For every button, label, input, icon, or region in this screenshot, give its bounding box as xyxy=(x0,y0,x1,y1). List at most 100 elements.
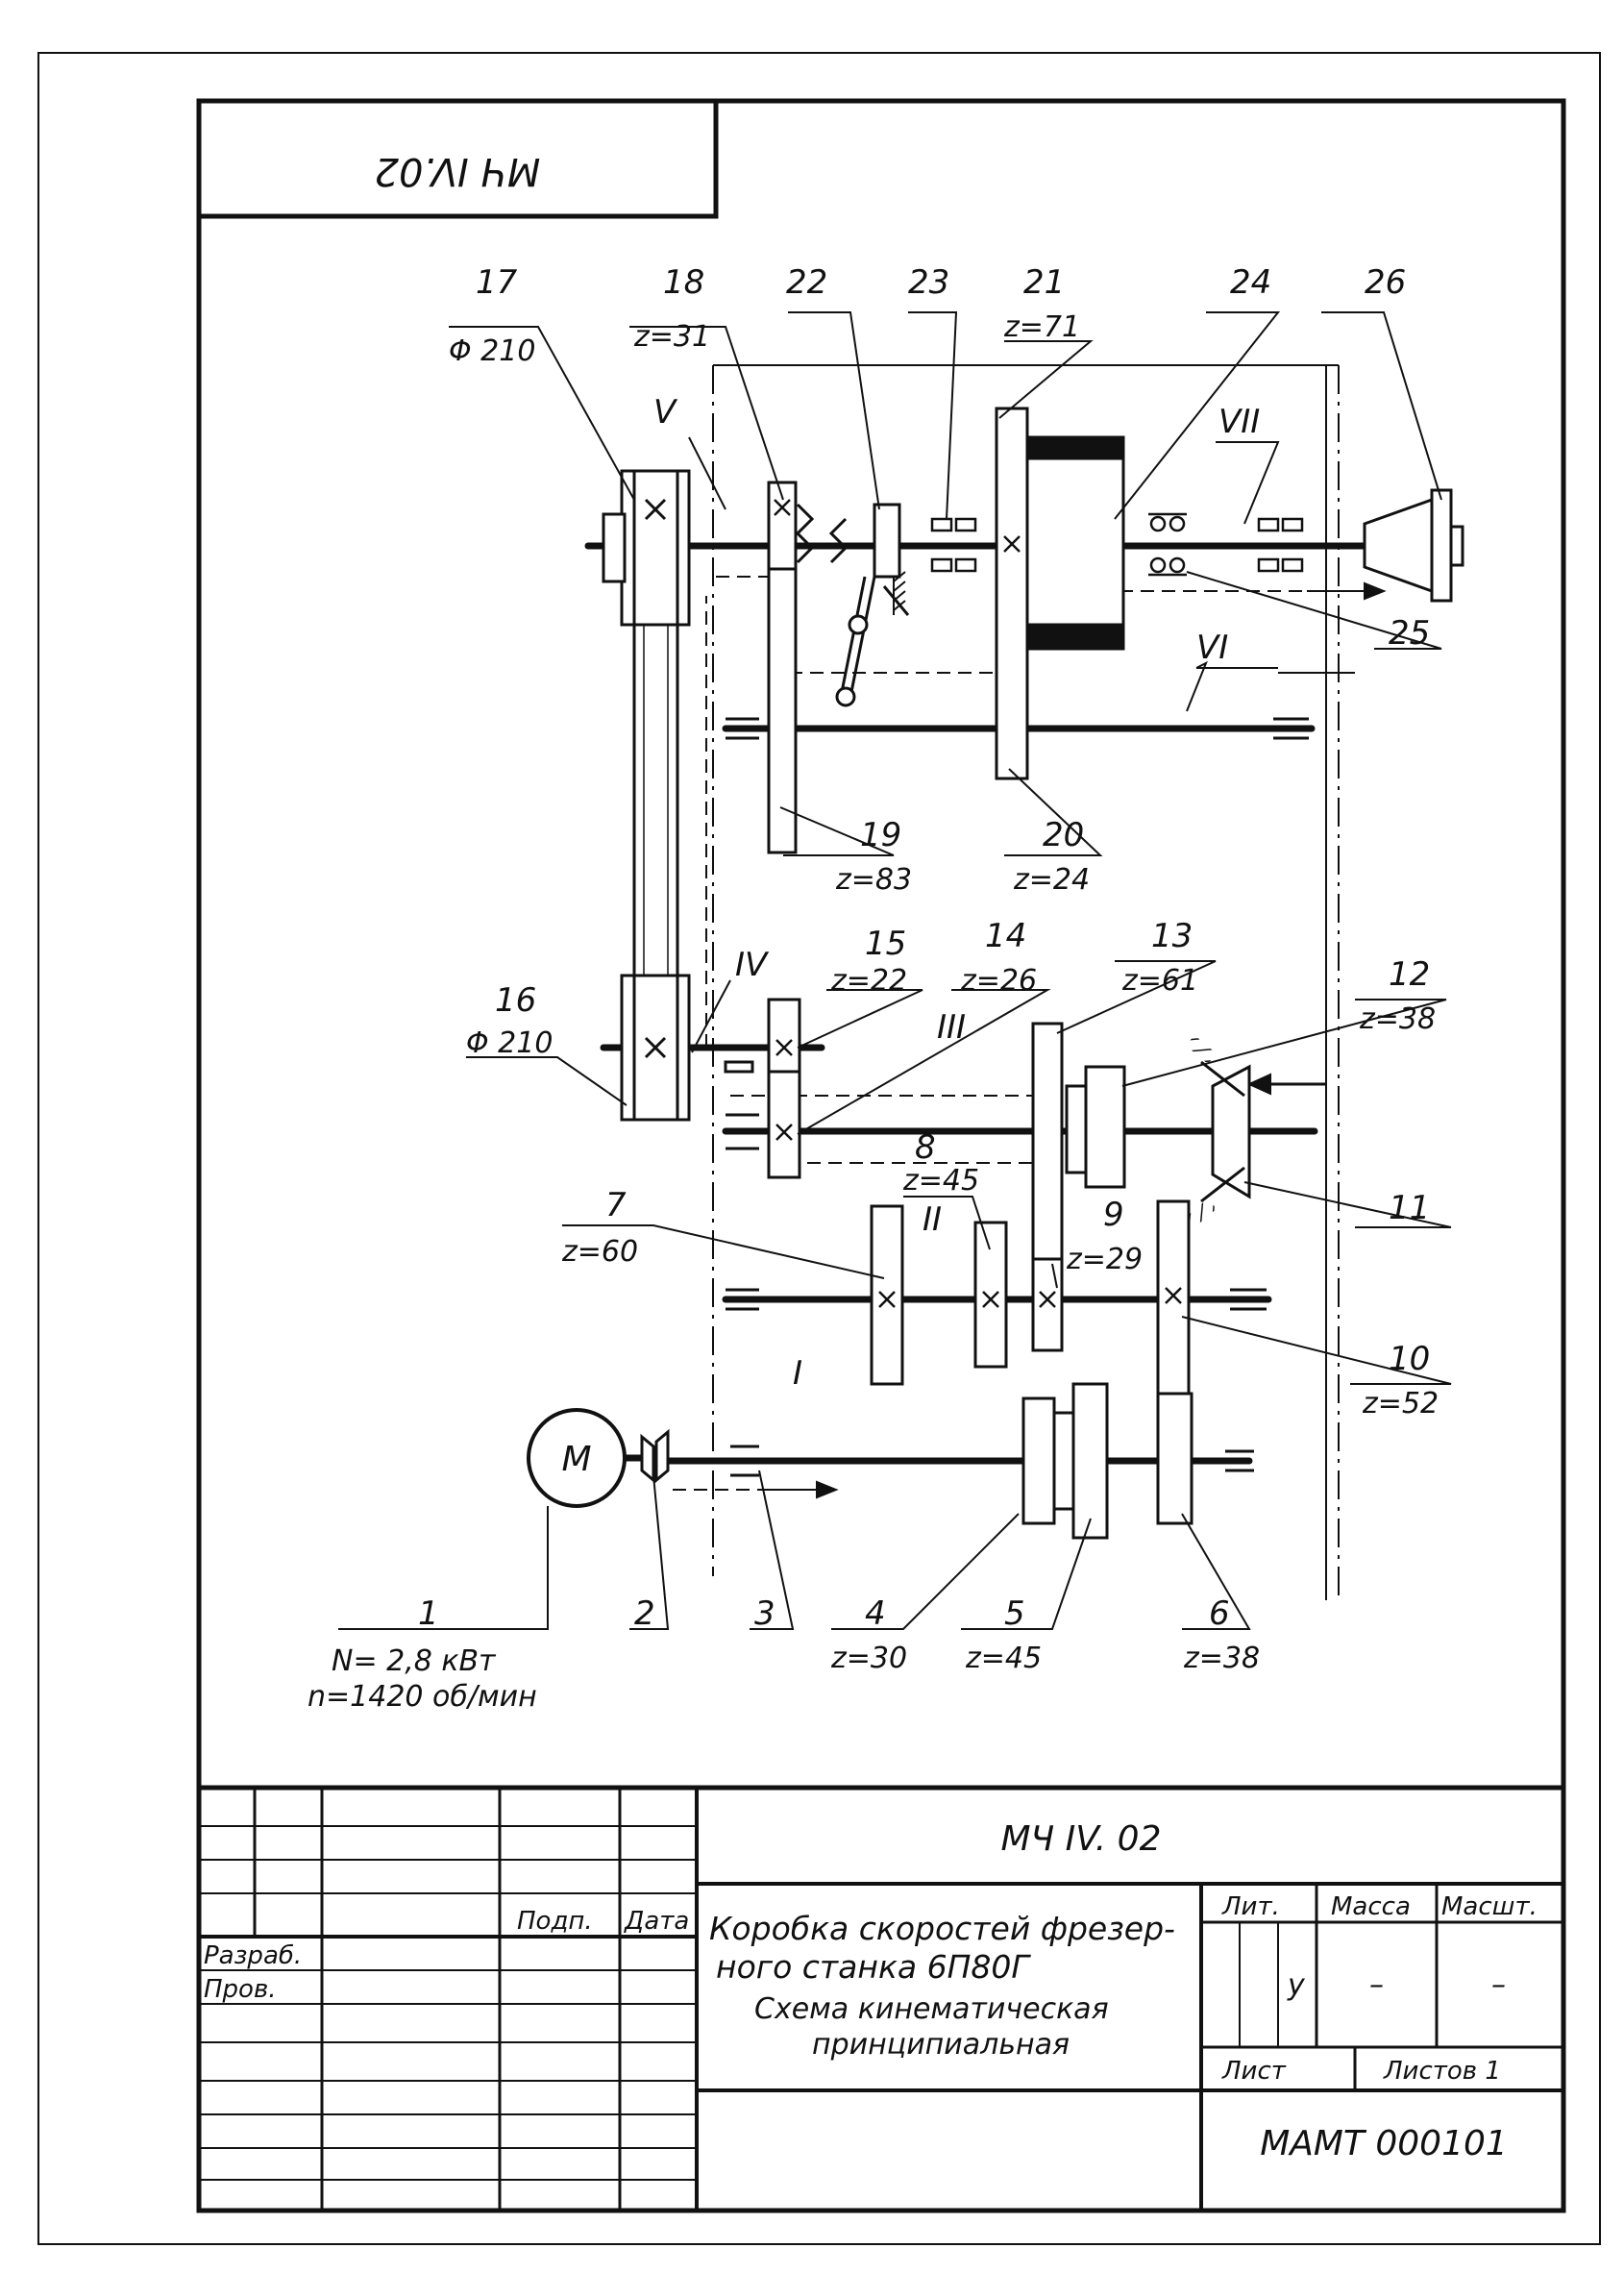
gear-4 xyxy=(1021,1396,1056,1525)
bearings xyxy=(930,512,1304,577)
part-12-num: 12 xyxy=(1389,955,1430,994)
tb-row-prov: Пров. xyxy=(204,1975,277,2004)
tb-subtitle-1: Схема кинематическая xyxy=(754,1992,1109,2026)
part-10-num: 10 xyxy=(1389,1340,1430,1378)
arrows xyxy=(769,581,1387,1499)
tb-massa: Масса xyxy=(1331,1892,1411,1921)
part-25-num: 25 xyxy=(1389,614,1430,653)
gear-6 xyxy=(1156,1392,1193,1525)
motor: M xyxy=(527,1408,642,1508)
belt xyxy=(632,625,679,976)
part-20-z: z=24 xyxy=(1013,863,1090,897)
tb-code: МЧ IV. 02 xyxy=(1001,1819,1162,1859)
part-15-num: 15 xyxy=(865,925,906,963)
tb-org: МАМТ 000101 xyxy=(1260,2124,1508,2163)
housing-outline xyxy=(712,364,1340,1600)
tb-massa-value: – xyxy=(1369,1968,1384,2002)
part-1-power: N= 2,8 кВт xyxy=(332,1644,497,1678)
motor-symbol: M xyxy=(561,1440,591,1479)
title-block xyxy=(199,1785,1563,2211)
shaft-label-V: V xyxy=(653,393,678,432)
part-18-z: z=31 xyxy=(633,320,710,354)
gear-13 xyxy=(1031,1022,1064,1261)
dog-clutch xyxy=(795,503,849,564)
part-7-num: 7 xyxy=(605,1186,627,1224)
tb-list: Лист xyxy=(1221,2057,1287,2086)
part-21-z: z=71 xyxy=(1003,310,1080,344)
gear-5 xyxy=(1071,1382,1109,1540)
part-10-z: z=52 xyxy=(1362,1387,1439,1421)
part-15-z: z=22 xyxy=(830,964,907,998)
coupling-2 xyxy=(640,1428,670,1484)
part-23-num: 23 xyxy=(908,263,949,302)
part-1-num: 1 xyxy=(418,1594,439,1633)
gear-7 xyxy=(870,1204,904,1386)
gear-8 xyxy=(973,1221,1008,1369)
part-21-num: 21 xyxy=(1023,263,1065,302)
part-13-num: 13 xyxy=(1151,917,1193,955)
part-2-num: 2 xyxy=(634,1594,655,1633)
title-block-text: МЧ IV. 02 Коробка скоростей фрезер- ного… xyxy=(204,1819,1538,2163)
tb-masshtab-value: – xyxy=(1491,1968,1506,2002)
part-12-z: z=38 xyxy=(1359,1002,1436,1036)
part-7-z: z=60 xyxy=(561,1235,638,1269)
part-3-num: 3 xyxy=(754,1594,775,1633)
part-5-num: 5 xyxy=(1004,1594,1025,1633)
shaft-label-VI: VI xyxy=(1196,629,1228,667)
gear-crosses xyxy=(774,499,1182,1308)
part-20-num: 20 xyxy=(1043,816,1084,854)
tb-subtitle-2: принципиальная xyxy=(812,2028,1070,2062)
part-16-z: Φ 210 xyxy=(466,1026,553,1060)
bevel-gear-11 xyxy=(1186,1034,1251,1228)
tb-col-data: Дата xyxy=(624,1907,689,1936)
tb-lit: Лит. xyxy=(1221,1892,1280,1921)
tb-title-1: Коробка скоростей фрезер- xyxy=(709,1910,1175,1947)
pulley-17 xyxy=(602,469,691,627)
tb-listov: Листов 1 xyxy=(1383,2057,1501,2086)
part-24-num: 24 xyxy=(1230,263,1271,302)
shaft-label-II: II xyxy=(923,1200,942,1239)
shift-lever xyxy=(835,576,910,707)
gear-14 xyxy=(767,1070,801,1179)
tb-masshtab: Масшт. xyxy=(1441,1892,1538,1921)
part-1-speed: n=1420 об/мин xyxy=(308,1680,537,1714)
part-17-z: Φ 210 xyxy=(449,334,535,368)
part-18-num: 18 xyxy=(663,263,704,302)
part-8-z: z=45 xyxy=(902,1164,979,1198)
part-17-num: 17 xyxy=(476,263,518,302)
tb-row-razrab: Разраб. xyxy=(204,1941,302,1970)
part-16-num: 16 xyxy=(495,981,536,1020)
gear-22 xyxy=(873,503,901,579)
part-9-z: z=29 xyxy=(1066,1243,1143,1276)
gears xyxy=(767,407,1193,1540)
shaft-label-IV: IV xyxy=(735,946,770,984)
pulley-crosses xyxy=(644,498,667,1059)
shaft-label-VII: VII xyxy=(1218,403,1260,441)
shaft-label-III: III xyxy=(937,1008,966,1047)
hub-I xyxy=(1052,1411,1075,1511)
gear-10 xyxy=(1156,1199,1191,1396)
rotated-stamp-code: МЧ IV.02 xyxy=(375,149,541,193)
tb-col-podp: Подп. xyxy=(517,1907,593,1936)
part-9-num: 9 xyxy=(1103,1196,1124,1234)
shaft-supports xyxy=(724,717,1309,1477)
gear-21 xyxy=(995,407,1029,780)
part-19-z: z=83 xyxy=(835,863,912,897)
part-6-num: 6 xyxy=(1209,1594,1230,1633)
part-8-num: 8 xyxy=(915,1128,936,1167)
rotated-stamp: МЧ IV.02 xyxy=(375,149,541,193)
leader-lines xyxy=(338,311,1452,1630)
ground-hatch xyxy=(893,571,906,615)
part-4-z: z=30 xyxy=(830,1642,907,1675)
tb-lit-value: у xyxy=(1287,1968,1306,2002)
clutch-24 xyxy=(1025,435,1125,651)
shaft-labels: I II III IV V VI VII xyxy=(653,393,1260,1393)
part-11-num: 11 xyxy=(1389,1189,1430,1227)
part-5-z: z=45 xyxy=(965,1642,1042,1675)
shaft-label-I: I xyxy=(793,1354,802,1393)
part-14-num: 14 xyxy=(985,917,1026,955)
gear-9 xyxy=(1031,1257,1064,1352)
part-labels: 1 N= 2,8 кВт n=1420 об/мин 2 3 4 z=30 5 … xyxy=(308,263,1439,1714)
gear-15 xyxy=(767,998,801,1074)
